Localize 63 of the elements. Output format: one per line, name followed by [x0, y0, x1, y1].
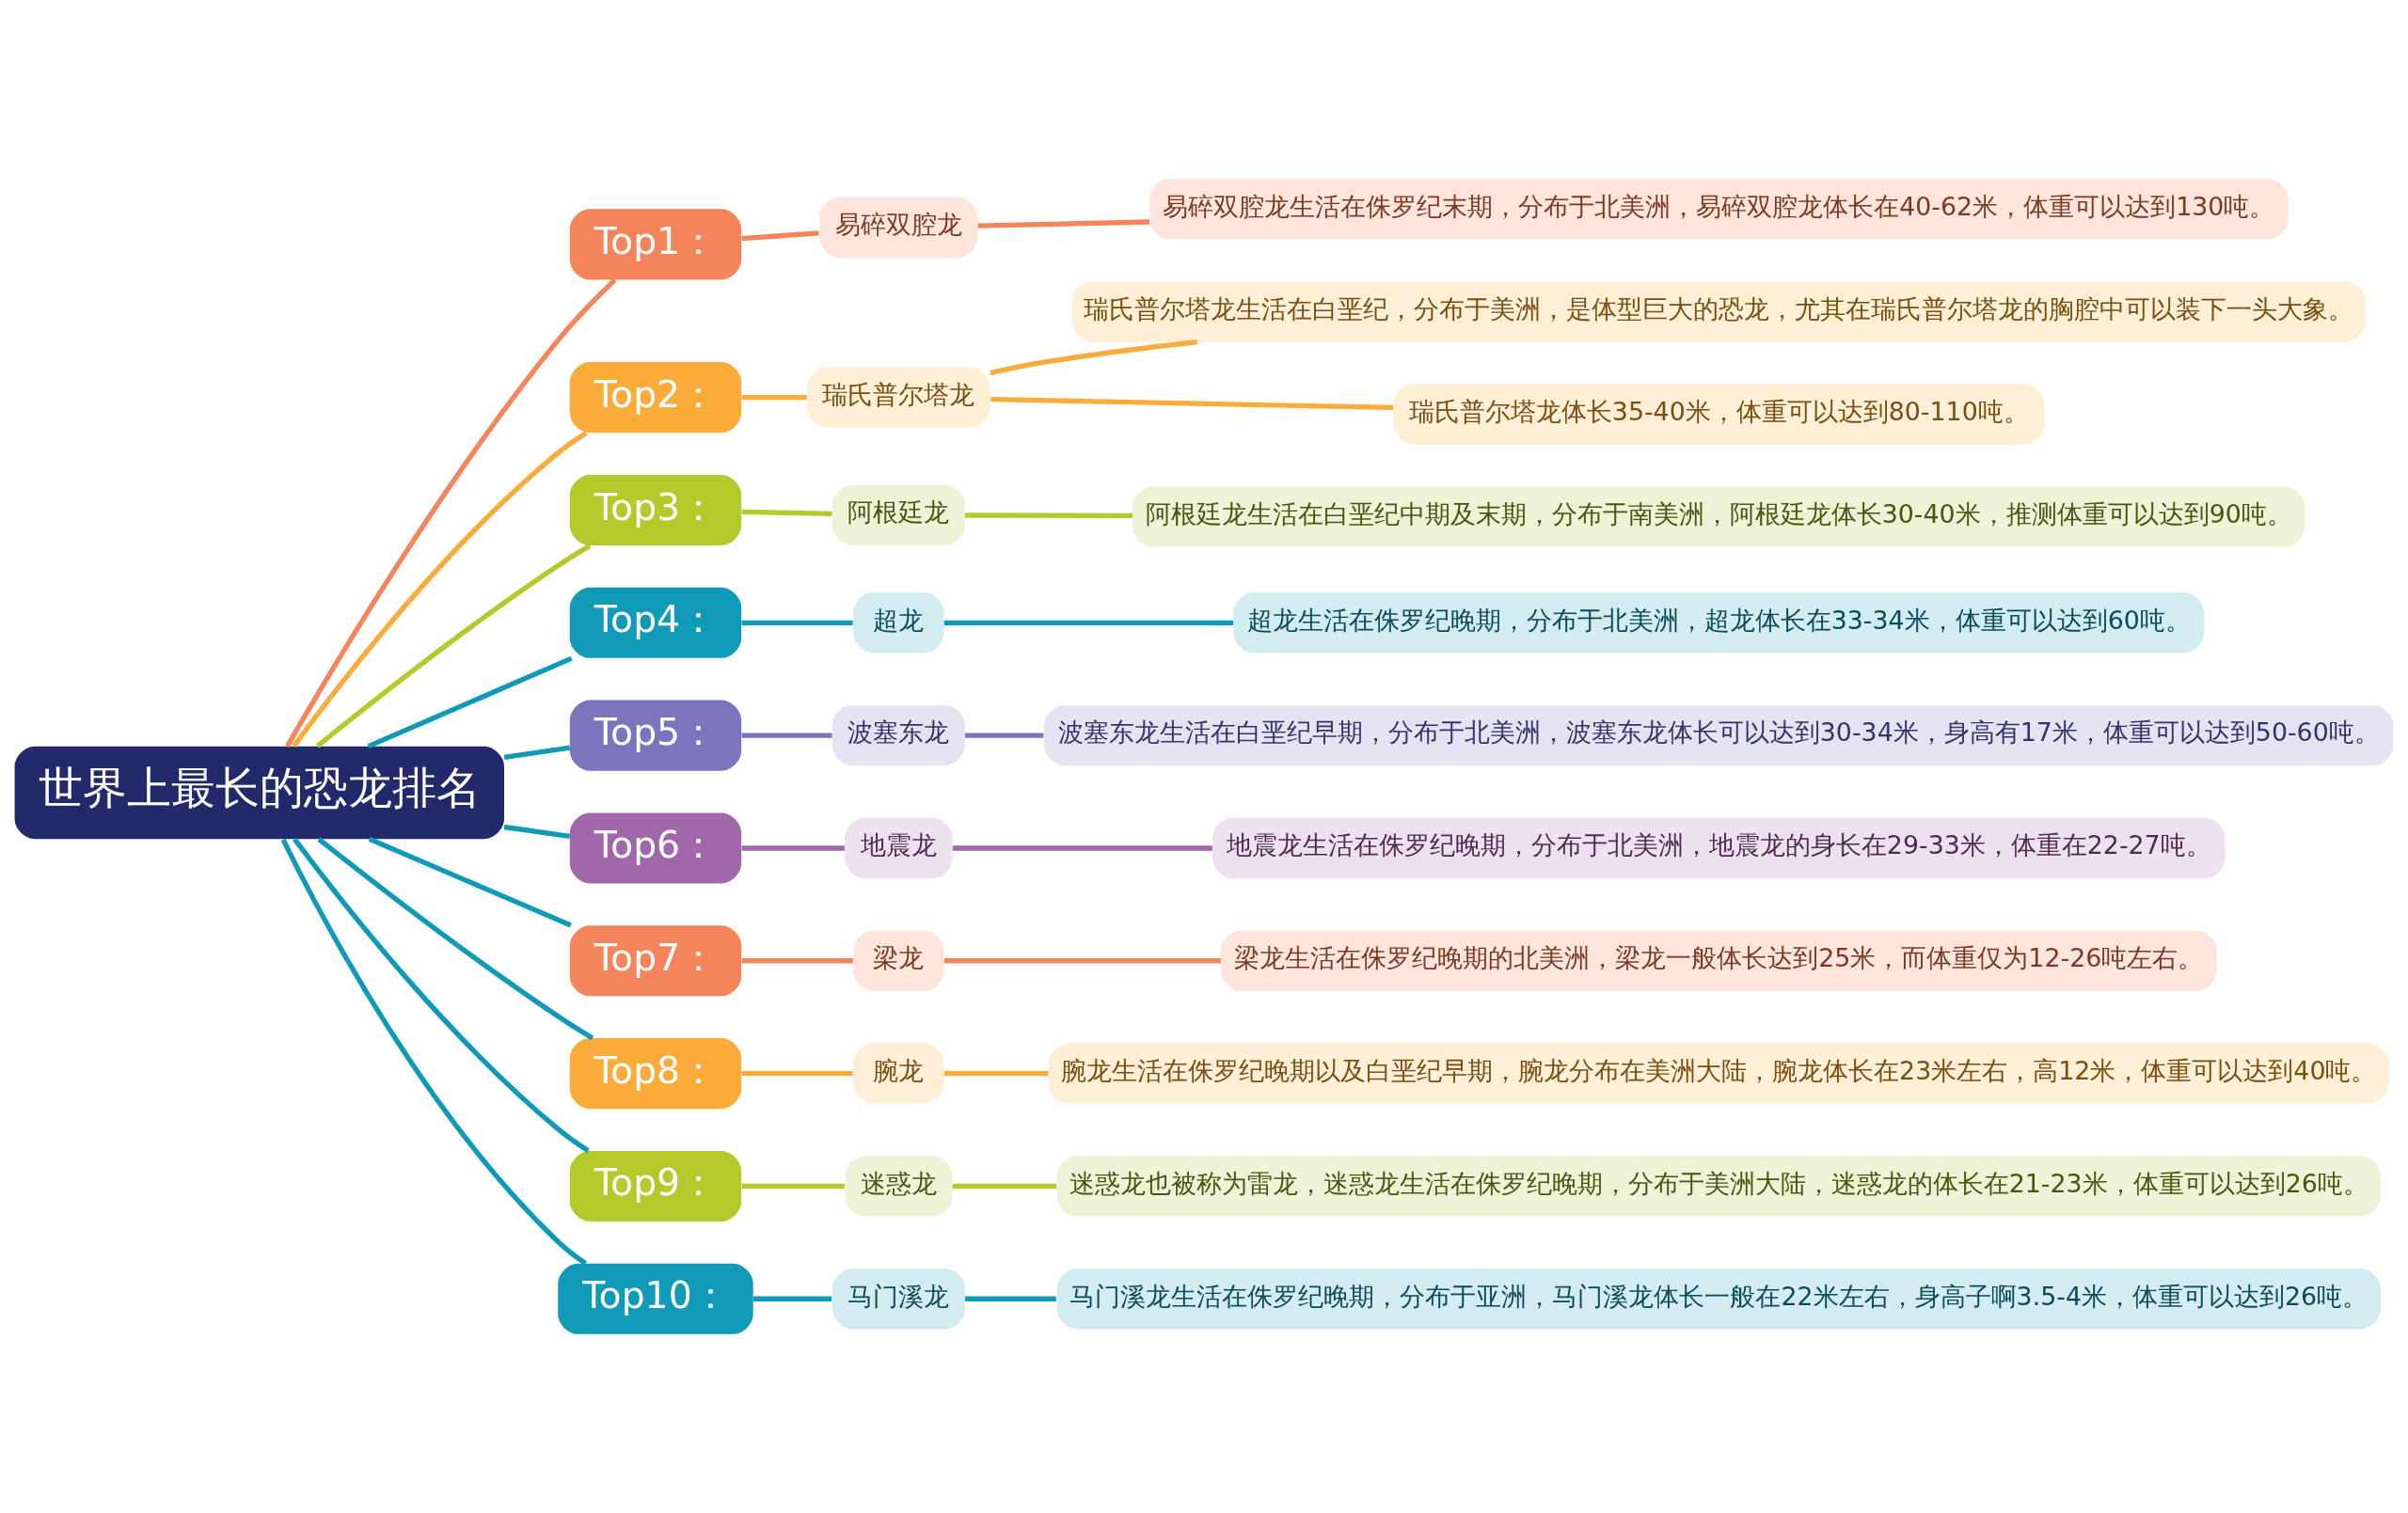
connector — [315, 544, 592, 749]
node-box: 波塞东龙生活在白垩纪早期，分布于北美洲，波塞东龙体长可以达到30-34米，身高有17米，体重可以达到50-60吨。 — [1044, 704, 2394, 766]
node-box: Top4： — [569, 587, 742, 658]
connector — [965, 512, 1133, 519]
node-box: Top8： — [569, 1038, 742, 1110]
node-box: 腕龙生活在侏罗纪晚期以及白垩纪早期，腕龙分布在美洲大陆，腕龙体长在23米左右，高12米，体重可以达到40吨。 — [1048, 1043, 2389, 1104]
node-box: 地震龙 — [845, 817, 953, 879]
connector — [292, 431, 588, 748]
connector — [952, 845, 1212, 851]
connector — [503, 824, 571, 839]
connector — [741, 1183, 845, 1190]
connector — [990, 396, 1394, 411]
connector — [317, 837, 594, 1041]
connector — [977, 219, 1149, 229]
node-box: 易碎双腔龙生活在侏罗纪末期，分布于北美洲，易碎双腔龙体长在40-62米，体重可以达到130吨。 — [1149, 179, 2289, 240]
node-box: 阿根廷龙生活在白垩纪中期及末期，分布于南美洲，阿根廷龙体长30-40米，推测体重可以达到90吨。 — [1133, 486, 2305, 547]
connector — [943, 958, 1221, 964]
connector — [952, 1183, 1057, 1190]
connector — [293, 837, 590, 1153]
connector — [741, 394, 807, 401]
node-box: 马门溪龙 — [832, 1269, 966, 1330]
connector — [285, 277, 617, 748]
node-box: 世界上最长的恐龙排名 — [14, 746, 504, 840]
connector — [741, 958, 853, 964]
connector — [943, 620, 1234, 625]
connector — [367, 655, 573, 749]
connector — [741, 733, 832, 738]
node-box: 地震龙生活在侏罗纪晚期，分布于北美洲，地震龙的身长在29-33米，体重在22-27吨。 — [1212, 817, 2226, 879]
connector — [965, 733, 1044, 738]
connector — [741, 620, 853, 625]
connector — [741, 1070, 853, 1077]
node-box: Top1： — [569, 209, 742, 280]
node-box: 波塞东龙 — [832, 704, 966, 766]
node-box: 瑞氏普尔塔龙体长35-40米，体重可以达到80-110吨。 — [1393, 384, 2045, 445]
node-box: Top9： — [569, 1150, 742, 1221]
node-box: Top6： — [569, 812, 742, 884]
node-box: Top3： — [569, 474, 742, 546]
connector — [741, 509, 832, 517]
node-box: 超龙 — [853, 592, 944, 654]
connector — [943, 1070, 1049, 1077]
connector — [965, 1296, 1056, 1301]
node-box: 迷惑龙也被称为雷龙，迷惑龙生活在侏罗纪晚期，分布于美洲大陆，迷惑龙的体长在21-23米，体重可以达到26吨。 — [1056, 1156, 2382, 1217]
node-box: 迷惑龙 — [845, 1156, 953, 1217]
connector — [368, 836, 572, 928]
node-box: 瑞氏普尔塔龙生活在白垩纪，分布于美洲，是体型巨大的恐龙，尤其在瑞氏普尔塔龙的胸腔中可以装下一头大象。 — [1071, 281, 2366, 342]
node-box: 易碎双腔龙 — [819, 197, 978, 259]
node-box: 马门溪龙生活在侏罗纪晚期，分布于亚洲，马门溪龙体长一般在22米左右，身高子啊3.5-4米，体重可以达到26吨。 — [1056, 1269, 2382, 1330]
node-box: 阿根廷龙 — [832, 484, 966, 546]
node-box: 腕龙 — [853, 1043, 944, 1104]
connector — [280, 838, 588, 1266]
node-box: 超龙生活在侏罗纪晚期，分布于北美洲，超龙体长在33-34米，体重可以达到60吨。 — [1233, 592, 2205, 654]
node-box: 瑞氏普尔塔龙 — [806, 367, 990, 428]
node-box: 梁龙生活在侏罗纪晚期的北美洲，梁龙一般体长达到25米，而体重仅为12-26吨左右。 — [1220, 930, 2217, 991]
connector — [741, 230, 819, 242]
connector — [503, 745, 571, 760]
node-box: Top10： — [558, 1263, 753, 1334]
node-box: Top7： — [569, 925, 742, 997]
connector — [741, 845, 845, 851]
node-box: Top5： — [569, 700, 742, 771]
node-box: Top2： — [569, 362, 742, 433]
connector — [990, 339, 1198, 376]
connector — [752, 1296, 832, 1301]
node-box: 梁龙 — [853, 930, 944, 991]
